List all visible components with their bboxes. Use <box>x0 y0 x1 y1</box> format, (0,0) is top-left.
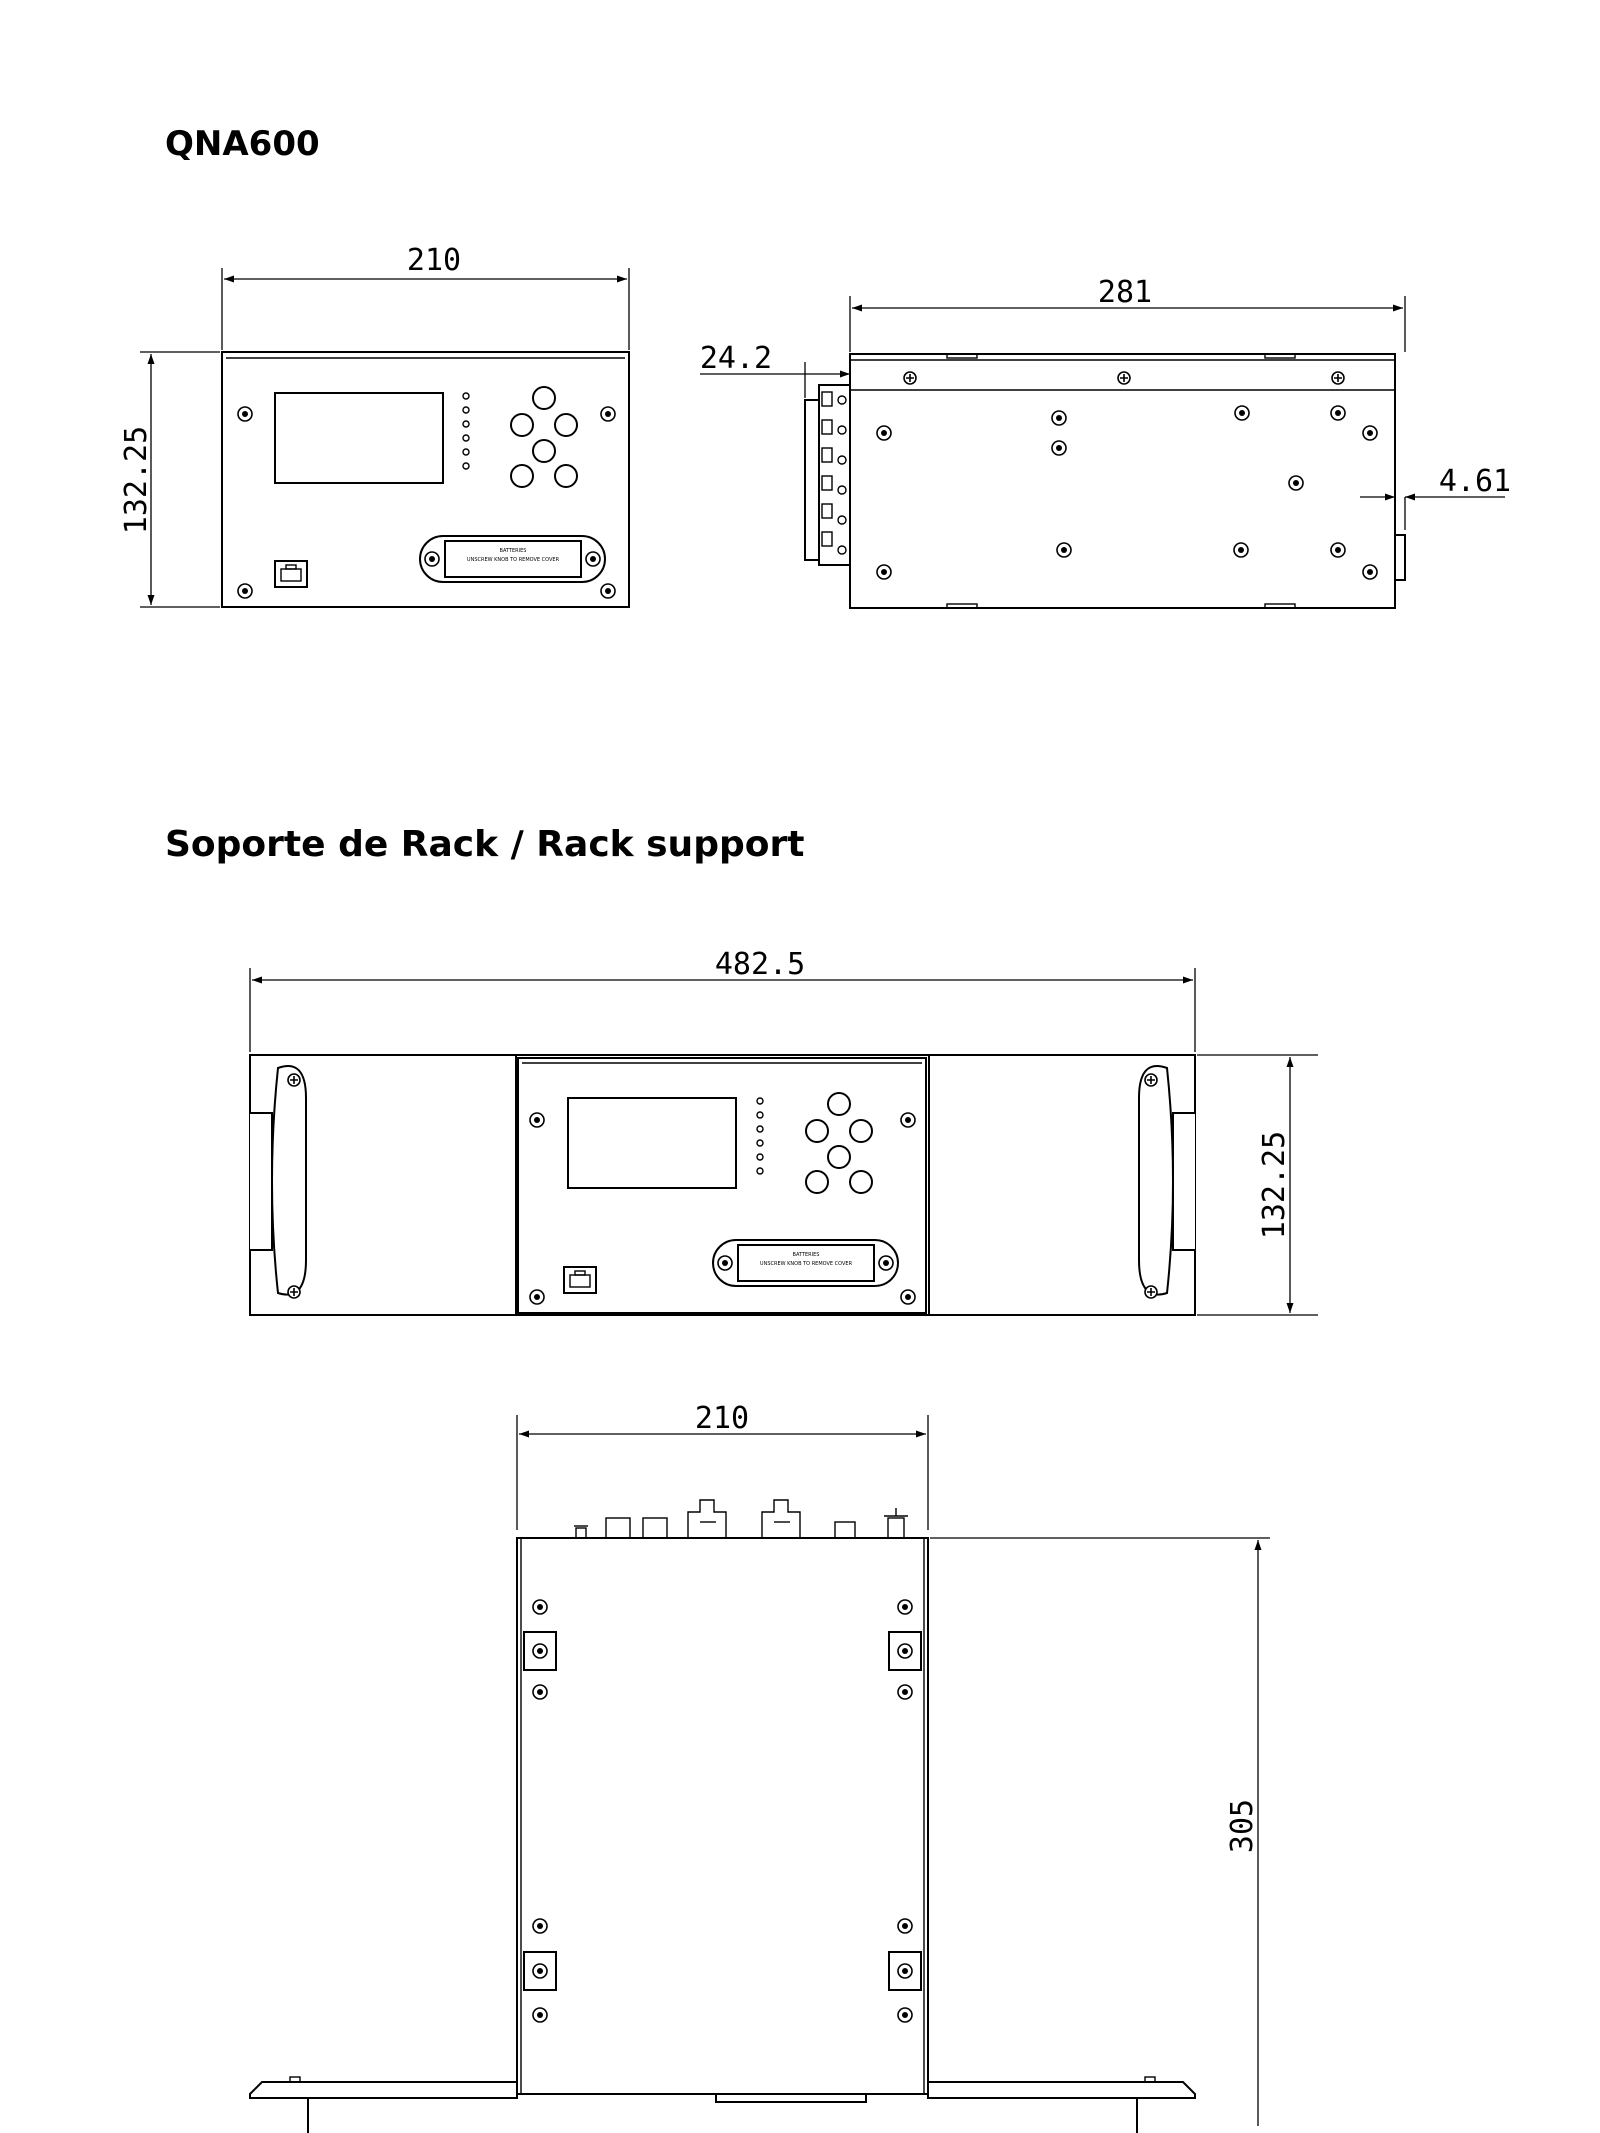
svg-text:UNSCREW KNOB TO REMOVE COVER: UNSCREW KNOB TO REMOVE COVER <box>760 1261 853 1267</box>
top-width-label: 210 <box>695 1401 749 1436</box>
front-view: BATTERIES UNSCREW KNOB TO REMOVE COVER 2… <box>119 243 630 608</box>
side-length-label: 281 <box>1098 275 1152 310</box>
front-width-label: 210 <box>407 243 461 278</box>
rack-battery-cover: BATTERIES UNSCREW KNOB TO REMOVE COVER <box>712 1239 899 1287</box>
svg-text:UNSCREW KNOB TO REMOVE COVER: UNSCREW KNOB TO REMOVE COVER <box>467 557 560 563</box>
mounting-tabs <box>523 1631 922 1991</box>
rack-ears-top <box>249 2076 1196 2133</box>
side-connector-label: 24.2 <box>700 341 772 376</box>
svg-text:BATTERIES: BATTERIES <box>793 1252 820 1258</box>
front-height-label: 132.25 <box>119 426 154 534</box>
ethernet-port <box>274 560 308 588</box>
battery-cover: BATTERIES UNSCREW KNOB TO REMOVE COVER <box>419 535 606 583</box>
side-view: 281 24.2 4.61 <box>700 275 1511 609</box>
rack-handle-left <box>271 1065 307 1299</box>
rack-ethernet-port <box>563 1266 597 1294</box>
rack-front-view: BATTERIES UNSCREW KNOB TO REMOVE COVER 4… <box>249 947 1318 1316</box>
svg-text:BATTERIES: BATTERIES <box>500 548 527 554</box>
top-view: 210 305 <box>249 1401 1270 2133</box>
keypad-buttons <box>510 386 578 488</box>
led-indicators <box>462 392 470 470</box>
rack-led-indicators <box>756 1097 764 1175</box>
rack-width-label: 482.5 <box>715 947 805 982</box>
rack-height-label: 132.25 <box>1257 1131 1292 1239</box>
top-connectors <box>574 1499 908 1539</box>
rack-section-title: Soporte de Rack / Rack support <box>165 824 805 865</box>
rack-keypad-buttons <box>805 1092 873 1194</box>
product-title: QNA600 <box>165 124 320 164</box>
side-connectors <box>804 384 851 566</box>
side-offset-label: 4.61 <box>1439 464 1511 499</box>
rack-handle-right <box>1138 1065 1174 1299</box>
top-depth-label: 305 <box>1225 1799 1260 1853</box>
